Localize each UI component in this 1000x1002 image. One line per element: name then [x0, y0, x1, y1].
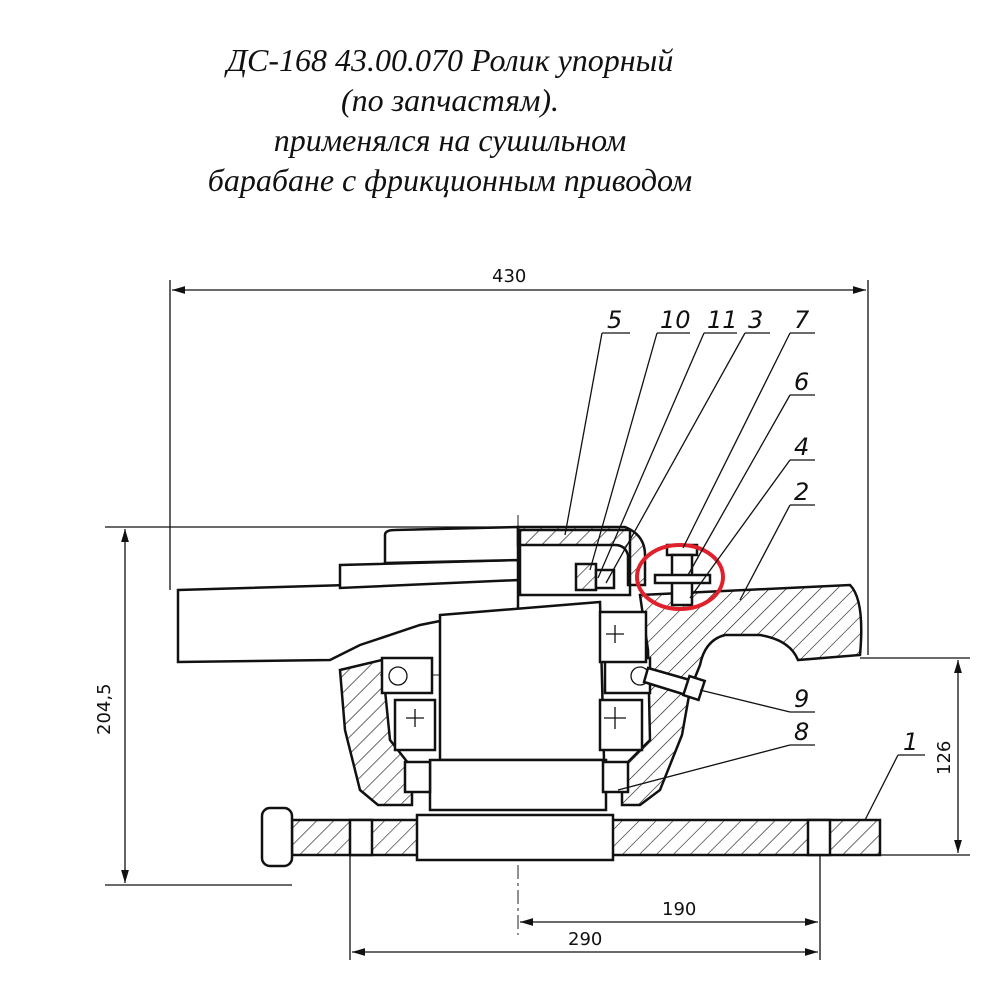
- dim-label-430: 430: [492, 266, 526, 287]
- title-line-4: барабане с фрикционным приводом: [207, 162, 693, 198]
- callout-9: 9: [794, 685, 809, 713]
- dimension-126: 126: [860, 657, 970, 856]
- bolt-assembly: [653, 543, 712, 607]
- title-line-1: ДС-168 43.00.070 Ролик упорный: [226, 42, 674, 78]
- dim-label-204-5: 204,5: [94, 683, 115, 735]
- callout-11: 11: [707, 306, 738, 334]
- top-disc: [176, 525, 520, 664]
- callout-4: 4: [794, 433, 809, 461]
- housing-part-2: [338, 583, 863, 807]
- callout-8: 8: [794, 718, 809, 746]
- dimension-430: 430: [169, 266, 869, 655]
- title-line-2: (по запчастям).: [340, 82, 560, 118]
- dim-label-126: 126: [934, 741, 955, 775]
- bearing-lower-left: [393, 698, 437, 794]
- callout-5: 5: [607, 306, 622, 334]
- callout-1: 1: [903, 728, 918, 756]
- title-block: ДС-168 43.00.070 Ролик упорный (по запча…: [150, 40, 750, 200]
- bearing-upper-right: [603, 656, 652, 695]
- nut-assembly: [574, 562, 616, 592]
- leader-lines: [564, 332, 925, 821]
- highlight-circle: [635, 543, 725, 611]
- dim-label-290: 290: [568, 929, 602, 950]
- dim-label-190: 190: [662, 899, 696, 920]
- bearing-lower-right: [598, 610, 648, 794]
- callout-6: 6: [794, 368, 809, 396]
- grease-fitting-part-9: [642, 666, 707, 702]
- callout-3: 3: [748, 306, 763, 334]
- bearing-upper-left: [380, 656, 434, 695]
- base-plate-part-1: [260, 806, 882, 868]
- callout-10: 10: [660, 306, 691, 334]
- dimension-190: 190: [520, 855, 821, 960]
- dimension-290: 290: [349, 855, 818, 960]
- title-line-3: применялся на сушильном: [273, 122, 627, 158]
- callout-2: 2: [794, 478, 809, 506]
- callout-7: 7: [794, 306, 810, 334]
- dimension-204-5: 204,5: [94, 526, 518, 886]
